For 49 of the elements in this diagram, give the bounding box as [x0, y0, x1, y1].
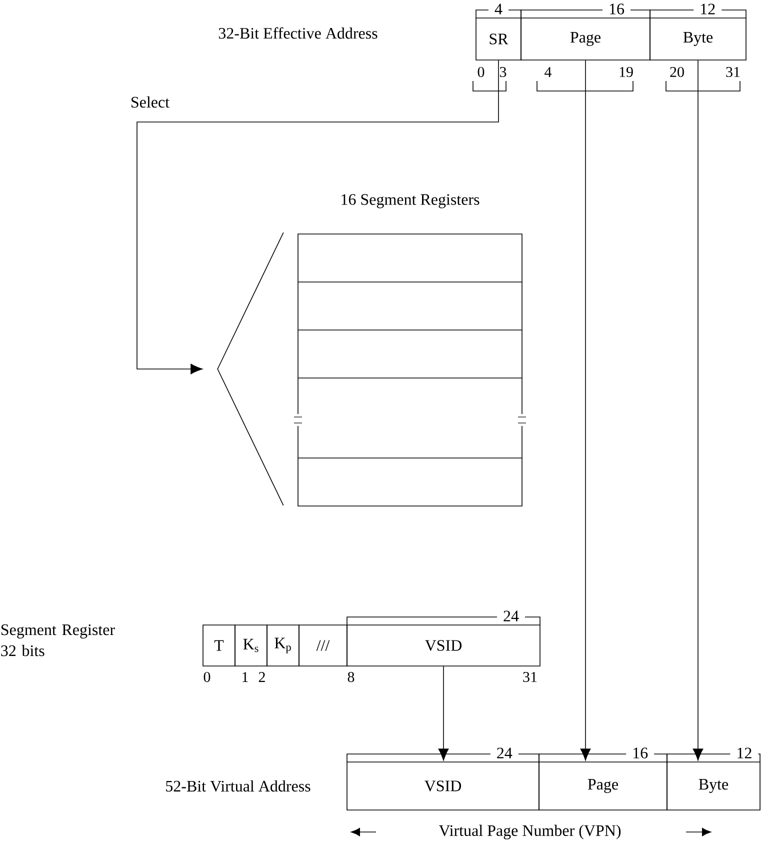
edge-label: Select — [132, 96, 170, 108]
field-box — [520, 18, 650, 60]
bit-number: 1 — [242, 672, 248, 682]
bit-width: 16 — [634, 748, 648, 758]
bit-number: 0 — [478, 66, 484, 78]
field-label: Page — [570, 32, 600, 46]
field-label: K$_{s}$ — [243, 638, 258, 652]
bit-number: 0 — [204, 672, 210, 682]
arrow — [438, 666, 449, 761]
field-label: Byte — [683, 32, 713, 46]
bit-width: 24 — [497, 748, 512, 758]
field-label: /// — [316, 640, 330, 651]
heading: 32-Bit Effective Address — [218, 27, 378, 39]
field-box — [650, 18, 746, 60]
expansion-chevron — [217, 232, 284, 506]
field-label: SR — [490, 34, 508, 44]
field-box — [538, 762, 668, 810]
heading: Segment Register 32 bits — [1, 624, 115, 656]
register-file-title: 16 Segment Registers — [342, 194, 480, 208]
bit-number: 8 — [348, 672, 354, 682]
field-label: Page — [588, 779, 618, 793]
heading: 52-Bit Virtual Address — [166, 780, 310, 792]
field-box — [202, 624, 236, 666]
field-box — [476, 18, 522, 60]
bit-number: 3 — [500, 66, 506, 78]
arrow — [136, 60, 499, 374]
field-label: T — [214, 640, 224, 651]
field-box — [666, 762, 760, 810]
bit-width: 16 — [610, 4, 624, 14]
bit-width: 12 — [738, 748, 752, 758]
arrow — [580, 60, 591, 761]
field-box — [234, 624, 268, 666]
field-label: VSID — [424, 780, 462, 792]
field-label: K$_{p}$ — [274, 638, 291, 654]
field-box — [266, 624, 300, 666]
bit-width: 4 — [494, 4, 502, 14]
bit-number: 4 — [544, 67, 552, 77]
bit-width: 24 — [504, 610, 519, 622]
field-box — [346, 624, 540, 666]
bit-width: 12 — [701, 4, 715, 14]
field-box — [298, 624, 348, 666]
span-label: Virtual Page Number (VPN) — [438, 824, 621, 840]
bit-number: 19 — [620, 66, 633, 78]
bit-number: 2 — [258, 672, 265, 682]
bit-number: 20 — [670, 66, 684, 78]
field-box — [346, 762, 540, 810]
field-label: Byte — [698, 779, 728, 793]
arrow — [692, 60, 704, 761]
field-label: VSID — [425, 640, 462, 651]
